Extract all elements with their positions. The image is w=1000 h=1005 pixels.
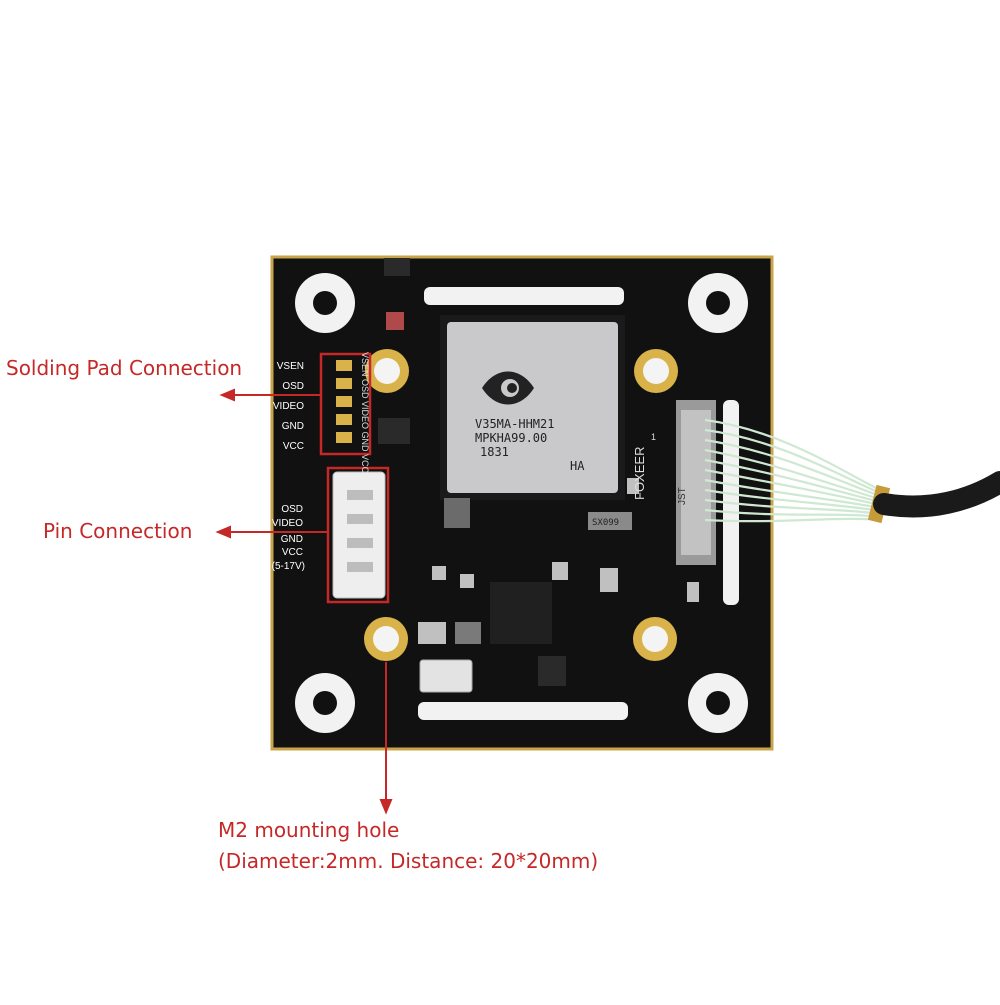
solder-pads: [336, 360, 352, 443]
mount-hole-callout-detail: (Diameter:2mm. Distance: 20*20mm): [218, 849, 599, 873]
brand-silkscreen: FOXEER: [632, 447, 647, 500]
pin-label: OSD: [281, 504, 303, 515]
pin-connection-highlight-box: [326, 466, 390, 604]
pad-label: OSD: [282, 381, 304, 392]
board-components: [378, 258, 699, 686]
pin-one-marker: 1: [651, 432, 656, 442]
chip-logo-icon: [482, 371, 534, 405]
chip-marking-suffix: HA: [570, 459, 585, 473]
pin-label: VCC: [282, 547, 303, 558]
pad-labels: VSEN OSD VIDEO GND VCC: [273, 361, 304, 452]
crystal-marking: SX099: [592, 518, 619, 528]
pin-label: VIDEO: [272, 518, 303, 529]
jst-silkscreen: JST: [677, 487, 688, 505]
processor-chip: [447, 322, 618, 493]
solder-pad-highlight-box: [319, 352, 372, 456]
pin-labels: OSD VIDEO GND VCC (5-17V): [272, 504, 305, 572]
bottom-slot: [418, 702, 628, 720]
pad-label: VSEN: [277, 361, 304, 372]
mount-hole-callout-title: M2 mounting hole: [218, 818, 400, 842]
pin-label: (5-17V): [272, 561, 305, 572]
pad-label: GND: [282, 421, 304, 432]
pin-connection-callout: Pin Connection: [43, 519, 193, 543]
callout-arrows: [215, 388, 393, 815]
top-slot: [424, 287, 624, 305]
black-cable: [873, 471, 1000, 518]
chip-marking-1: V35MA-HHM21: [475, 417, 554, 431]
ribbon-cable: [704, 418, 881, 523]
chip-marking-3: 1831: [480, 445, 509, 459]
chip-marking-2: MPKHA99.00: [475, 431, 547, 445]
m2-mounting-holes: [364, 349, 678, 661]
pcb-edge: [270, 255, 774, 751]
pad-label: VIDEO: [273, 401, 304, 412]
pin-label: GND: [281, 534, 303, 545]
solder-pad-callout: Solding Pad Connection: [6, 356, 243, 380]
micro-connector: [419, 659, 473, 693]
vertical-pad-silkscreen: VSEN OSD VIDEO GND VCC: [360, 352, 370, 474]
pad-label: VCC: [283, 441, 304, 452]
